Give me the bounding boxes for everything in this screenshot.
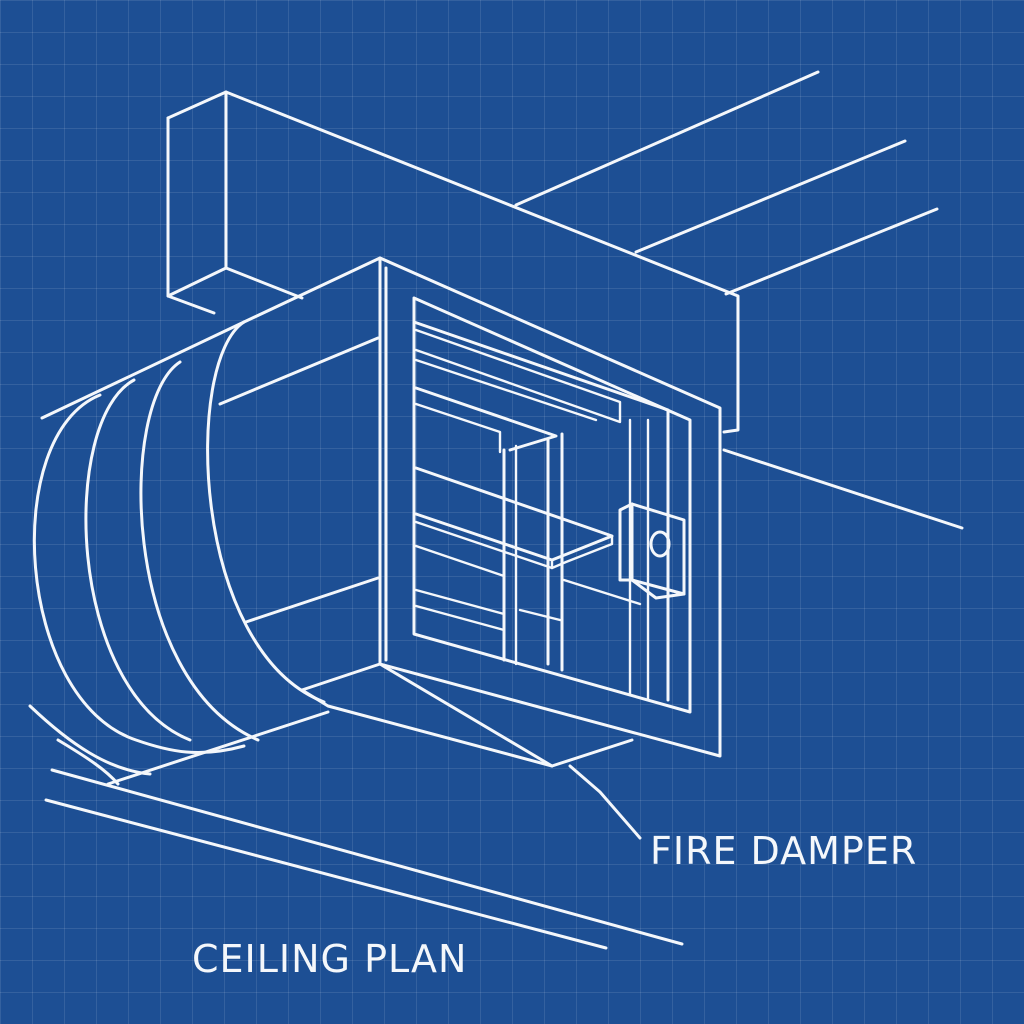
damper-sleeve [242,256,634,768]
fire-damper-leader [568,764,642,840]
ceiling-plane [44,710,684,950]
ceiling-beams [166,70,964,530]
damper-frame [378,256,722,758]
fire-damper-label: FIRE DAMPER [650,829,918,873]
round-duct [28,320,380,786]
fusible-link [618,502,686,600]
ceiling-plan-label: CEILING PLAN [192,937,468,981]
damper-blades [414,328,642,672]
